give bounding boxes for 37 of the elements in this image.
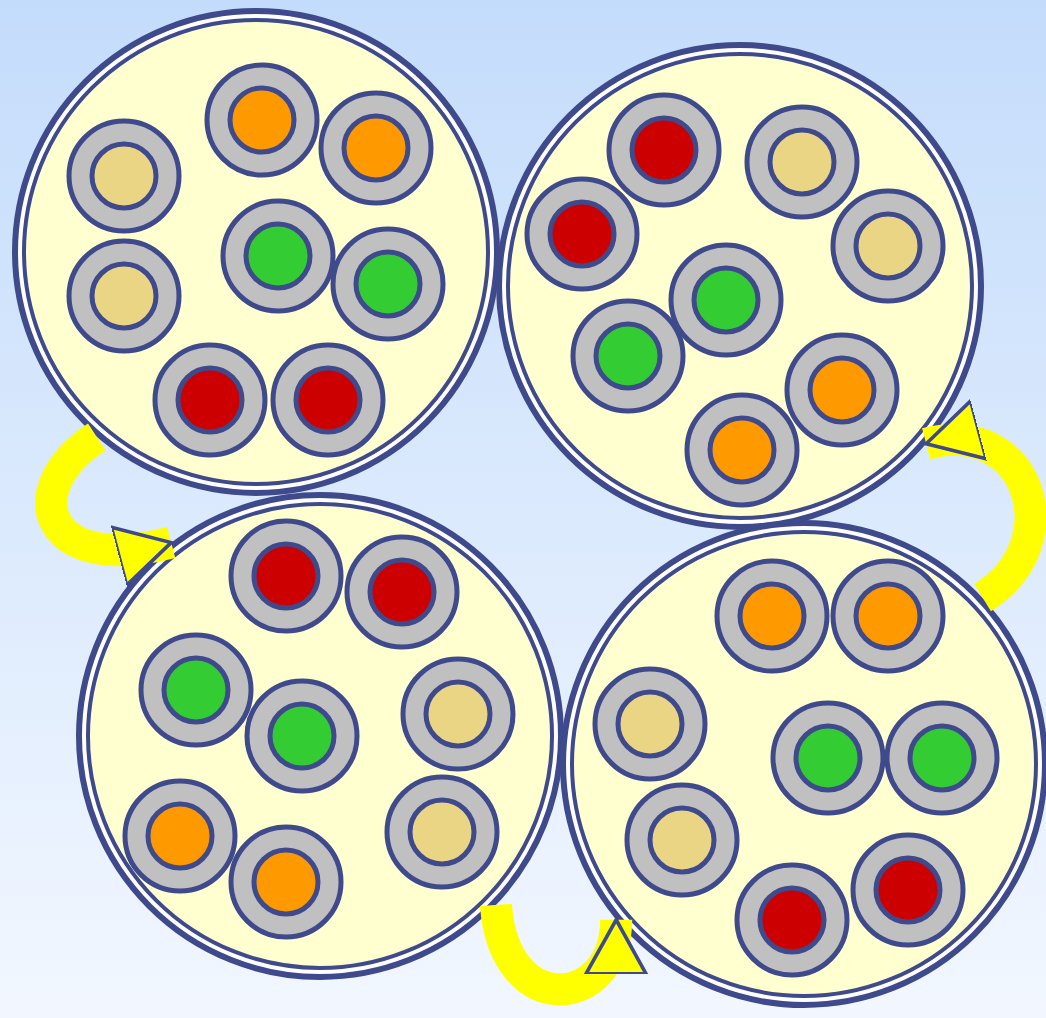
ring-circle: [384, 774, 500, 890]
ring-circle: [330, 226, 446, 342]
ring-circle: [624, 782, 740, 898]
ring-circle: [152, 342, 268, 458]
ring-circle: [122, 778, 238, 894]
ring-circle: [138, 632, 254, 748]
ring-circle: [592, 666, 708, 782]
ring-circle: [830, 188, 946, 304]
ring-circle: [400, 656, 516, 772]
ring-circle: [524, 176, 640, 292]
ring-circle: [830, 558, 946, 674]
ring-circle: [770, 700, 886, 816]
ring-circle: [734, 862, 850, 978]
ring-circle: [744, 104, 860, 220]
ring-circle: [570, 298, 686, 414]
ring-circle: [344, 534, 460, 650]
ring-circle: [884, 700, 1000, 816]
ring-circle: [850, 832, 966, 948]
ring-circle: [66, 118, 182, 234]
ring-circle: [714, 558, 830, 674]
dish-circle: [12, 8, 500, 496]
ring-circle: [220, 198, 336, 314]
ring-circle: [228, 518, 344, 634]
ring-circle: [270, 342, 386, 458]
ring-circle: [668, 242, 784, 358]
dish-circle: [76, 492, 564, 980]
ring-circle: [228, 824, 344, 940]
ring-circle: [784, 332, 900, 448]
curved-arrow: [35, 424, 175, 585]
dish-circle: [496, 42, 984, 530]
ring-circle: [606, 92, 722, 208]
curved-arrow: [923, 404, 1046, 611]
ring-circle: [684, 392, 800, 508]
ring-circle: [66, 238, 182, 354]
ring-circle: [204, 62, 320, 178]
ring-circle: [318, 90, 434, 206]
ring-circle: [244, 678, 360, 794]
